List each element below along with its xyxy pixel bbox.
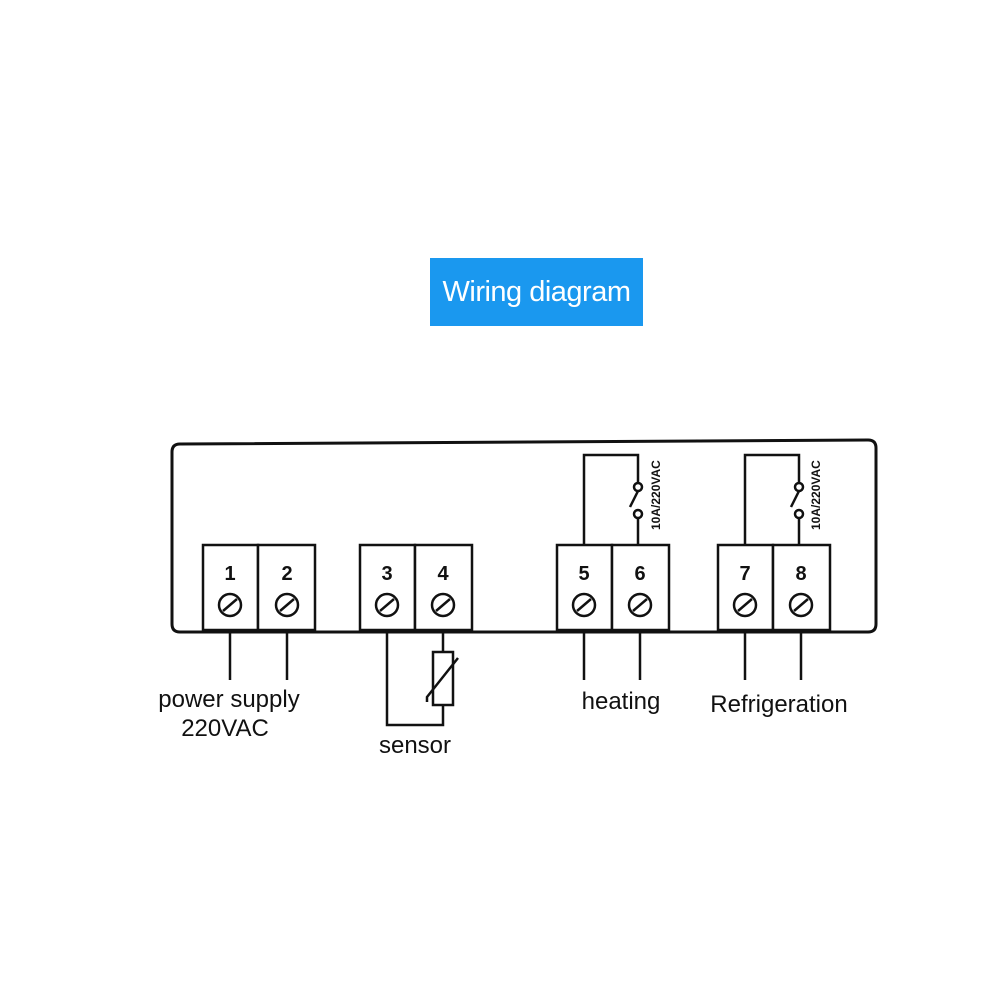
refrigeration-relay xyxy=(743,453,805,545)
screw-icon xyxy=(732,592,758,618)
terminal-number-8: 8 xyxy=(795,563,806,585)
terminal-number-7: 7 xyxy=(739,563,750,585)
terminal-number-4: 4 xyxy=(437,563,449,585)
screw-icon xyxy=(430,592,456,618)
thermistor-icon xyxy=(425,650,459,707)
heating-label: heating xyxy=(582,688,661,715)
diagram-title: Wiring diagram xyxy=(430,258,643,326)
screw-icon xyxy=(374,592,400,618)
sensor-label: sensor xyxy=(379,732,451,759)
screw-icon xyxy=(217,592,243,618)
power-supply-label: power supply xyxy=(158,686,299,713)
terminal-number-1: 1 xyxy=(224,563,235,585)
refrigeration-label: Refrigeration xyxy=(710,691,847,718)
terminal-block-1: 1 xyxy=(201,543,260,632)
screw-icon xyxy=(274,592,300,618)
terminal-block-5: 5 xyxy=(555,543,614,632)
heating-relay xyxy=(582,453,644,545)
heating-relay-rating: 10A/220VAC xyxy=(649,460,663,530)
sensor-loop xyxy=(385,630,459,727)
power-supply-leads xyxy=(228,630,289,680)
terminal-number-5: 5 xyxy=(578,563,589,585)
terminal-block-2: 2 xyxy=(256,543,317,632)
refrigeration-leads xyxy=(743,630,803,680)
screw-icon xyxy=(627,592,653,618)
terminal-block-4: 4 xyxy=(413,543,474,632)
terminal-number-3: 3 xyxy=(381,563,392,585)
screw-icon xyxy=(788,592,814,618)
heating-leads xyxy=(582,630,642,680)
terminal-block-7: 7 xyxy=(716,543,775,632)
controller-housing xyxy=(170,438,878,634)
terminal-number-2: 2 xyxy=(281,563,292,585)
screw-icon xyxy=(571,592,597,618)
terminal-block-8: 8 xyxy=(771,543,832,632)
power-voltage-label: 220VAC xyxy=(181,715,269,742)
terminal-block-3: 3 xyxy=(358,543,417,632)
terminal-number-6: 6 xyxy=(634,563,645,585)
terminal-block-6: 6 xyxy=(610,543,671,632)
refrigeration-relay-rating: 10A/220VAC xyxy=(809,460,823,530)
